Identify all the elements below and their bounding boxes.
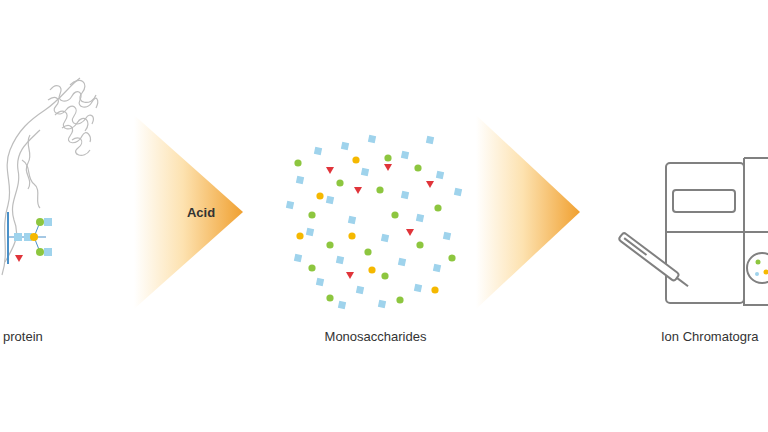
stage-figure: Monosaccharides bbox=[281, 130, 470, 345]
stage-caption: Monosaccharides bbox=[281, 329, 470, 345]
stage-caption: Ion Chromatogra bbox=[661, 329, 768, 345]
glycan bbox=[8, 212, 52, 264]
monosaccharide-cloud bbox=[286, 135, 462, 309]
process-chevron bbox=[476, 115, 580, 309]
stage-figure: Ion Chromatogra bbox=[618, 130, 768, 345]
stage-caption: protein bbox=[3, 329, 128, 345]
edge-label: Acid bbox=[187, 205, 215, 220]
process-chevron bbox=[134, 115, 243, 309]
protein-ribbon bbox=[2, 78, 98, 275]
ion-chromatograph bbox=[618, 158, 768, 305]
stage-figure: protein bbox=[0, 40, 128, 345]
